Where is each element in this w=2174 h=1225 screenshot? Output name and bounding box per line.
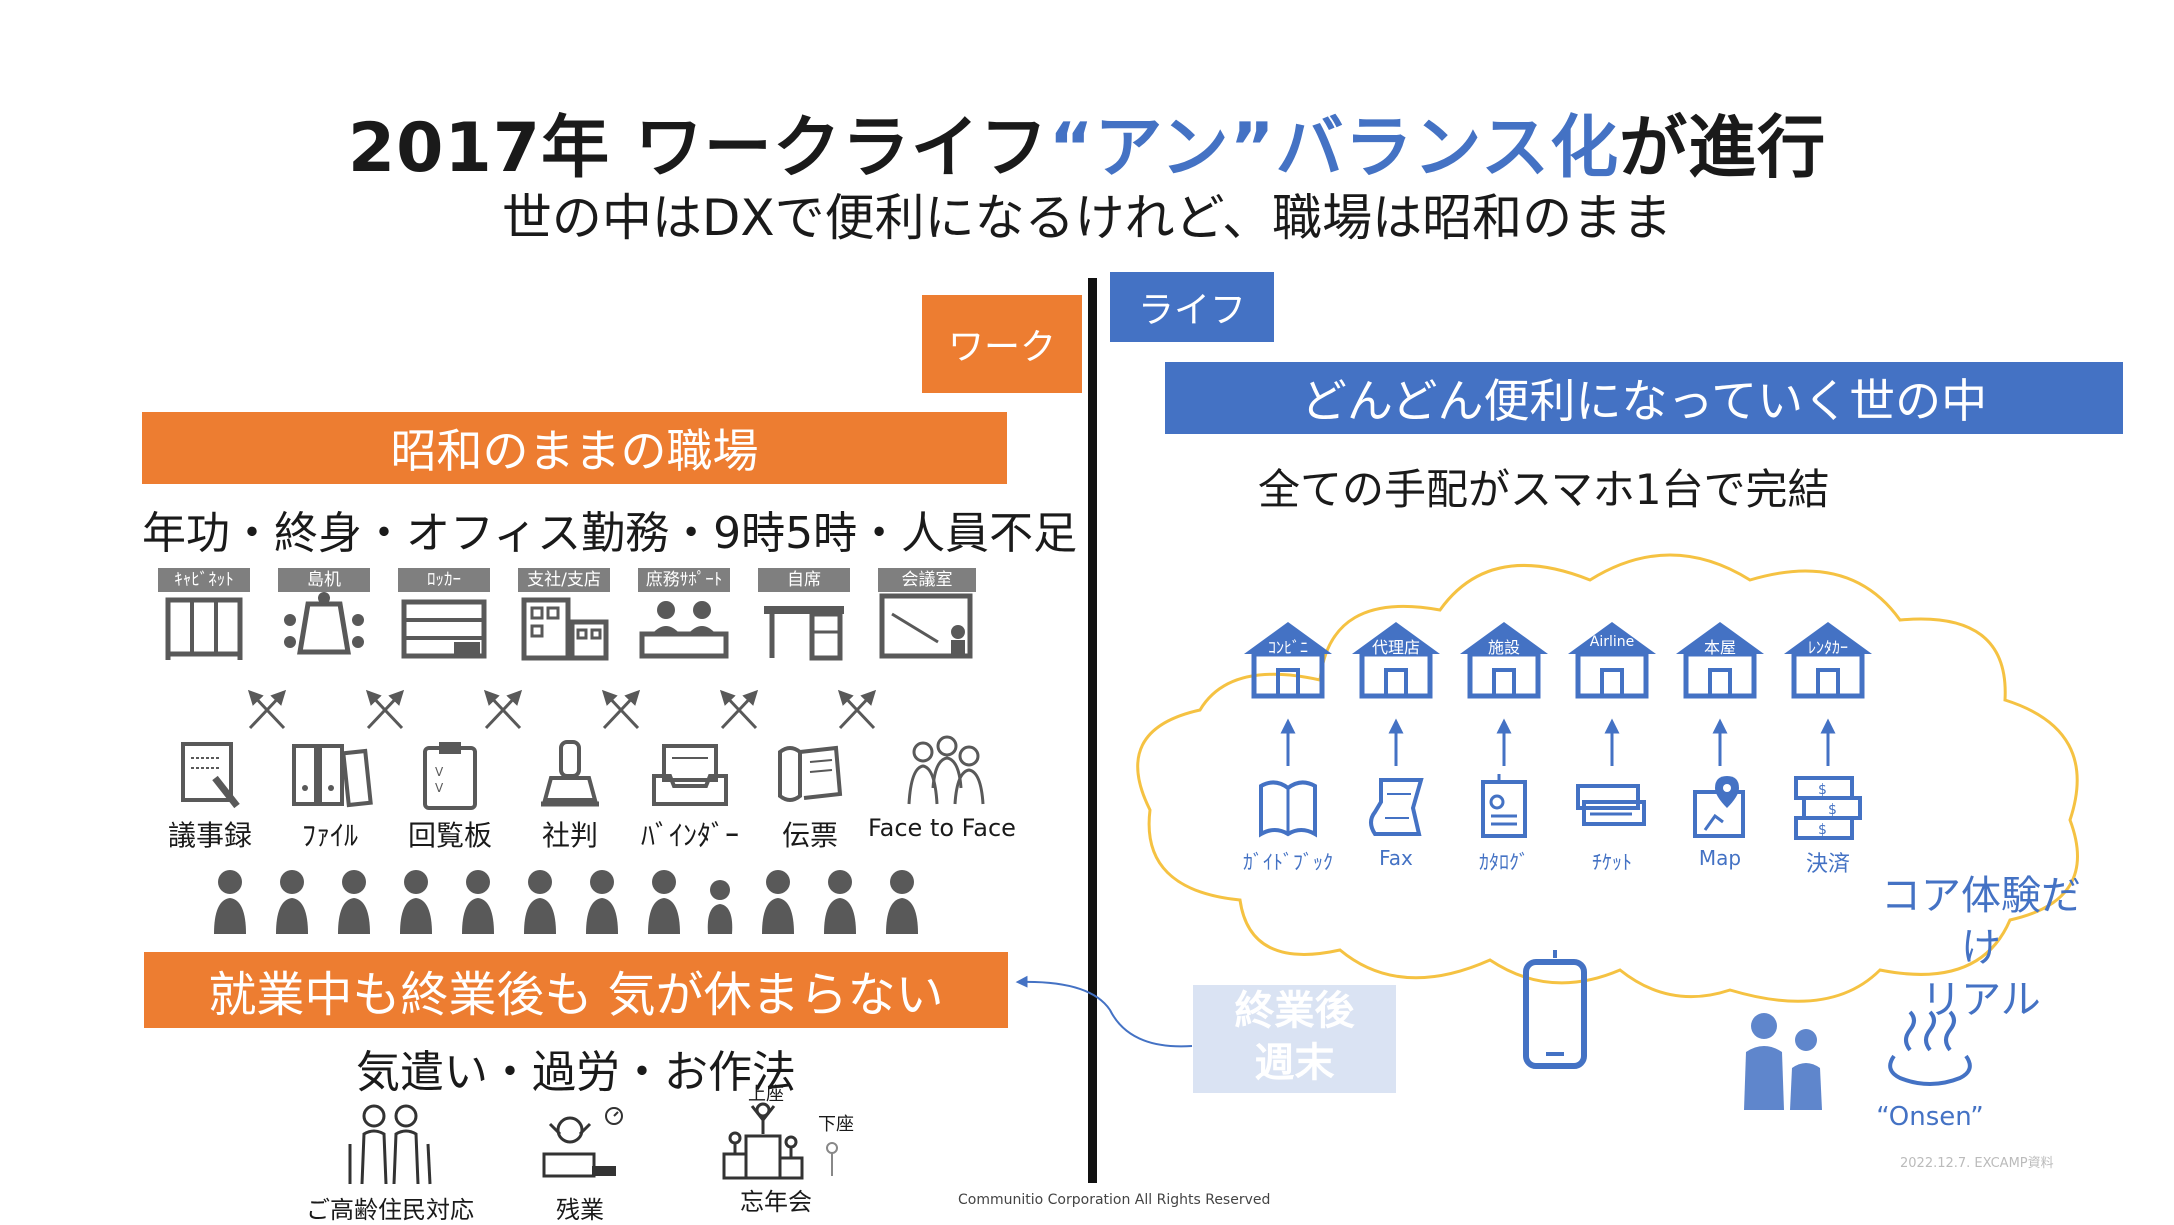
curved-arrow-icon bbox=[1015, 975, 1193, 1048]
place-icons-row: ｷｬﾋﾞﾈｯﾄ 島机 ﾛｯｶｰ 支社/支店 庶務ｻﾎﾟｰﾄ 自席 会議室 bbox=[158, 568, 978, 668]
party-item: 上座 下座 忘年会 bbox=[700, 1080, 870, 1216]
service-bookstore: 本屋 bbox=[1672, 618, 1768, 706]
onsen-icon bbox=[1888, 1010, 1972, 1086]
after-work-box: 終業後 週末 bbox=[1193, 985, 1396, 1093]
work-banner: 昭和のままの職場 bbox=[142, 412, 1007, 484]
book-icon bbox=[1259, 780, 1317, 838]
fax-paper-icon bbox=[1369, 778, 1424, 836]
work-banner-2: 就業中も終業後も 気が休まらない bbox=[144, 952, 1008, 1028]
own-desk-item: 自席 bbox=[758, 568, 850, 666]
work-tag: ワーク bbox=[922, 295, 1082, 393]
support-item: 庶務ｻﾎﾟｰﾄ bbox=[638, 568, 730, 666]
house-icon bbox=[1676, 622, 1764, 699]
ticket-item: ﾁｹｯﾄ bbox=[1564, 772, 1660, 875]
stamp-item: 社判 bbox=[510, 738, 630, 854]
cloud-shape bbox=[1136, 553, 2079, 1003]
branch-item: 支社/支店 bbox=[518, 568, 610, 666]
ticket-icon bbox=[1576, 784, 1646, 826]
whiteboard-icon bbox=[879, 593, 973, 659]
money-icon: $$$ bbox=[1794, 776, 1862, 840]
life-banner: どんどん便利になっていく世の中 bbox=[1165, 362, 2123, 434]
up-arrows bbox=[1280, 718, 1836, 766]
house-icon bbox=[1352, 622, 1440, 699]
podium-icon bbox=[722, 1102, 838, 1180]
svg-text:$: $ bbox=[1818, 782, 1827, 798]
clipboard-icon: VV bbox=[423, 742, 477, 810]
face-to-face-item: Face to Face bbox=[862, 735, 1022, 842]
svg-text:V: V bbox=[435, 765, 444, 779]
binders-icon bbox=[292, 744, 373, 808]
catalog-icon bbox=[1481, 774, 1527, 838]
exchange-arrows-icon bbox=[247, 689, 877, 730]
svg-text:$: $ bbox=[1828, 802, 1837, 818]
binder-item: ﾊﾞｲﾝﾀﾞｰ bbox=[630, 738, 750, 854]
desk-icon bbox=[764, 606, 844, 661]
overtime-worker-icon bbox=[542, 1107, 623, 1178]
locker-icon bbox=[401, 599, 487, 659]
map-pin-icon bbox=[1693, 776, 1745, 838]
group-people-icon bbox=[907, 735, 985, 805]
house-icon bbox=[1568, 622, 1656, 699]
minutes-item: 議事録 bbox=[150, 738, 270, 854]
service-convenience: ｺﾝﾋﾞﾆ bbox=[1240, 618, 1336, 706]
fax-item: Fax bbox=[1348, 772, 1444, 870]
file-item: ﾌｧｲﾙ bbox=[270, 738, 390, 854]
center-divider bbox=[1088, 278, 1097, 1183]
title-highlight: “アン” bbox=[1048, 109, 1276, 188]
overtime-item: 残業 bbox=[500, 1104, 660, 1225]
receipt-icon bbox=[778, 745, 843, 802]
page-title: 2017年 ワークライフ“アン”バランス化が進行 bbox=[347, 109, 1827, 188]
svg-text:$: $ bbox=[1818, 822, 1827, 838]
workers-row bbox=[208, 866, 928, 936]
service-rental-car: ﾚﾝﾀｶｰ bbox=[1780, 618, 1876, 706]
page-subtitle: 世の中はDXで便利になるけれど、職場は昭和のまま bbox=[501, 189, 1673, 247]
elderly-item: ご高齢住民対応 bbox=[300, 1104, 480, 1225]
service-facility: 施設 bbox=[1456, 618, 1552, 706]
catalog-item: ｶﾀﾛｸﾞ bbox=[1456, 772, 1552, 875]
meeting-table-icon bbox=[284, 592, 364, 655]
reception-icon bbox=[639, 601, 729, 659]
copyright: Communitio Corporation All Rights Reserv… bbox=[958, 1192, 1271, 1208]
cross-arrows-row bbox=[240, 688, 920, 732]
elderly-couple-icon bbox=[348, 1104, 432, 1185]
couple-icon bbox=[1744, 1013, 1822, 1110]
work-keywords-2: 気遣い・過労・お作法 bbox=[356, 1047, 796, 1098]
locker-item: ﾛｯｶｰ bbox=[398, 568, 490, 666]
life-tools-row: ｶﾞｲﾄﾞﾌﾞｯｸ Fax ｶﾀﾛｸﾞ ﾁｹｯﾄ Map $$$ 決済 bbox=[1240, 772, 1920, 892]
minutes-icon bbox=[181, 742, 240, 809]
house-icon bbox=[1784, 622, 1872, 699]
house-icon bbox=[1460, 622, 1548, 699]
map-item: Map bbox=[1672, 772, 1768, 870]
workers-icon bbox=[214, 870, 918, 934]
life-caption: 全ての手配がスマホ1台で完結 bbox=[1258, 465, 1830, 514]
service-agency: 代理店 bbox=[1348, 618, 1444, 706]
voucher-item: 伝票 bbox=[750, 738, 870, 854]
services-row: ｺﾝﾋﾞﾆ 代理店 施設 Airline 本屋 ﾚﾝﾀｶｰ bbox=[1240, 618, 1900, 708]
core-experience-text: コア体験だけ リアル bbox=[1881, 873, 2081, 1023]
onsen-label: “Onsen” bbox=[1876, 1102, 1984, 1132]
house-icon bbox=[1244, 622, 1332, 699]
tray-icon bbox=[652, 744, 728, 806]
life-tag: ライフ bbox=[1110, 272, 1274, 342]
cabinet-icon bbox=[165, 597, 243, 660]
service-airline: Airline bbox=[1564, 618, 1660, 706]
cabinet-item: ｷｬﾋﾞﾈｯﾄ bbox=[158, 568, 250, 666]
guidebook-item: ｶﾞｲﾄﾞﾌﾞｯｸ bbox=[1240, 772, 1336, 875]
hanko-icon bbox=[541, 740, 599, 807]
payment-item: $$$ 決済 bbox=[1780, 772, 1876, 878]
meeting-room-item: 会議室 bbox=[878, 568, 976, 666]
work-keywords: 年功・終身・オフィス勤務・9時5時・人員不足 bbox=[142, 508, 1078, 559]
island-desk-item: 島机 bbox=[278, 568, 370, 666]
building-icon bbox=[521, 597, 609, 661]
date-stamp: 2022.12.7. EXCAMP資料 bbox=[1900, 1156, 2054, 1171]
smartphone-icon bbox=[1523, 950, 1587, 1069]
svg-text:V: V bbox=[435, 781, 444, 795]
